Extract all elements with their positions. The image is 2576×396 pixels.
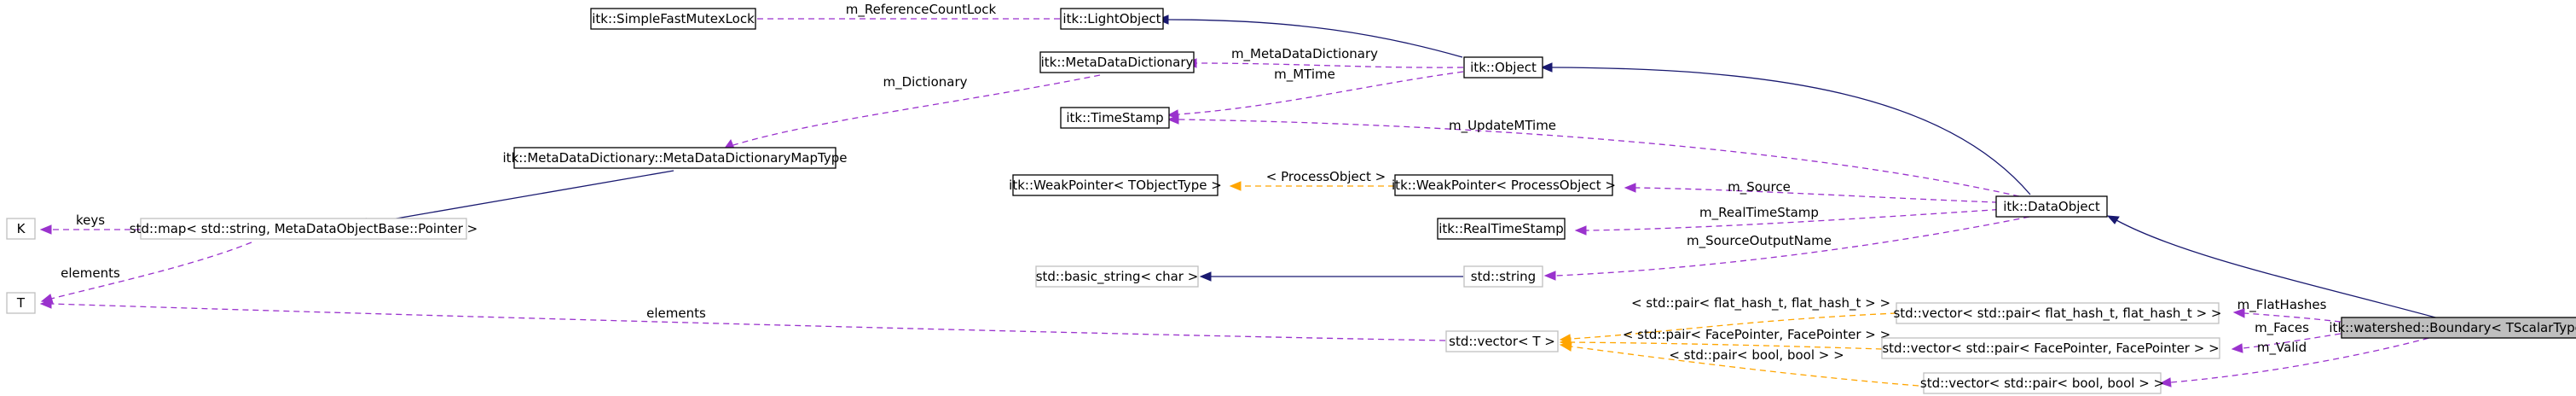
edge-boundary-inherits-data-object <box>2106 215 2440 319</box>
node-boundary[interactable]: itk::watershed::Boundary< TScalarType, T… <box>2329 317 2576 339</box>
node-vector-flat-hash[interactable]: std::vector< std::pair< flat_hash_t, fla… <box>1893 302 2222 324</box>
edge-label-flat-hash-template: < std::pair< flat_hash_t, flat_hash_t > … <box>1631 295 1890 312</box>
node-label: itk::MetaDataDictionary::MetaDataDiction… <box>503 150 848 166</box>
edge-update-mtime: m_UpdateMTime <box>1166 114 2020 197</box>
edge-faces: m_Faces <box>2231 320 2342 353</box>
node-label: itk::WeakPointer< TObjectType > <box>1009 178 1222 193</box>
edge-label-source-output-name: m_SourceOutputName <box>1687 233 1832 249</box>
node-basic-string[interactable]: std::basic_string< char > <box>1035 265 1199 288</box>
edge-label-valid: m_Valid <box>2257 340 2307 356</box>
edge-string-inherits-basic-string <box>1199 271 1463 282</box>
edge-label-source: m_Source <box>1728 179 1791 195</box>
node-label: itk::TimeStamp <box>1066 110 1163 125</box>
edge-reference-count-lock: m_ReferenceCountLock <box>730 2 1060 24</box>
node-label: T <box>16 295 26 311</box>
edge-label-reference-count-lock: m_ReferenceCountLock <box>846 2 997 18</box>
edge-face-pointer-template: < std::pair< FacePointer, FacePointer > … <box>1559 327 1890 350</box>
node-label: std::vector< std::pair< FacePointer, Fac… <box>1882 341 2219 356</box>
edge-label-bool-template: < std::pair< bool, bool > > <box>1669 347 1844 363</box>
edge-data-object-inherits-object <box>1540 62 2031 195</box>
edge-valid: m_Valid <box>2159 335 2440 387</box>
node-vector-face-pointer[interactable]: std::vector< std::pair< FacePointer, Fac… <box>1881 337 2220 359</box>
node-simple-fast-mutex-lock[interactable]: itk::SimpleFastMutexLock <box>590 8 756 30</box>
node-object[interactable]: itk::Object <box>1463 56 1543 79</box>
node-k[interactable]: K <box>6 218 36 240</box>
node-label: K <box>17 221 26 236</box>
node-label: itk::DataObject <box>2003 199 2100 214</box>
node-label: itk::Object <box>1470 60 1537 75</box>
node-label: std::vector< T > <box>1449 334 1555 349</box>
edge-label-dictionary: m_Dictionary <box>883 74 967 90</box>
edge-mtime: m_MTime <box>1166 67 1464 119</box>
node-label: itk::RealTimeStamp <box>1439 221 1564 236</box>
edge-bool-template: < std::pair< bool, bool > > <box>1559 341 1919 387</box>
edge-label-mtime: m_MTime <box>1274 67 1335 83</box>
node-meta-data-dictionary-map-type[interactable]: itk::MetaDataDictionary::MetaDataDiction… <box>503 147 848 169</box>
edge-label-face-pointer-template: < std::pair< FacePointer, FacePointer > … <box>1623 327 1890 342</box>
edge-label-map-elements: elements <box>61 265 120 281</box>
node-meta-data-dictionary[interactable]: itk::MetaDataDictionary <box>1039 51 1195 73</box>
edge-label-real-time-stamp: m_RealTimeStamp <box>1699 205 1819 221</box>
edge-label-update-mtime: m_UpdateMTime <box>1449 118 1556 134</box>
node-data-object[interactable]: itk::DataObject <box>1995 195 2108 218</box>
node-vector-bool[interactable]: std::vector< std::pair< bool, bool > > <box>1920 372 2164 394</box>
edge-map-elements: elements <box>40 242 252 304</box>
node-std-map[interactable]: std::map< std::string, MetaDataObjectBas… <box>130 218 478 240</box>
edge-label-vector-elements: elements <box>646 306 706 321</box>
edge-source-output-name: m_SourceOutputName <box>1543 216 2030 281</box>
node-label: itk::SimpleFastMutexLock <box>592 11 755 26</box>
edge-meta-data-dictionary: m_MetaDataDictionary <box>1184 46 1464 68</box>
edge-label-faces: m_Faces <box>2255 320 2309 336</box>
node-std-string[interactable]: std::string <box>1463 265 1543 288</box>
node-time-stamp[interactable]: itk::TimeStamp <box>1060 107 1170 129</box>
node-t[interactable]: T <box>6 292 36 314</box>
node-weak-pointer-processobject[interactable]: itk::WeakPointer< ProcessObject > <box>1392 174 1616 196</box>
edge-source: m_Source <box>1624 179 2019 204</box>
edge-label-keys: keys <box>76 213 105 228</box>
node-label: itk::watershed::Boundary< TScalarType, T… <box>2329 320 2576 335</box>
edge-flat-hashes: m_FlatHashes <box>2232 297 2342 323</box>
edge-label-flat-hashes: m_FlatHashes <box>2237 297 2327 313</box>
node-label: itk::MetaDataDictionary <box>1041 55 1194 70</box>
node-label: std::map< std::string, MetaDataObjectBas… <box>130 221 478 236</box>
node-label: std::vector< std::pair< bool, bool > > <box>1920 376 2164 391</box>
node-label: std::string <box>1471 269 1536 284</box>
node-label: std::basic_string< char > <box>1036 269 1199 285</box>
node-label: std::vector< std::pair< flat_hash_t, fla… <box>1893 306 2221 322</box>
edge-label-process-object-template: < ProcessObject > <box>1266 169 1386 184</box>
node-label: itk::WeakPointer< ProcessObject > <box>1392 178 1616 193</box>
node-light-object[interactable]: itk::LightObject <box>1060 8 1164 30</box>
edge-vector-elements: elements <box>39 299 1446 341</box>
node-weak-pointer-tobjecttype[interactable]: itk::WeakPointer< TObjectType > <box>1009 174 1222 196</box>
edge-weak-pointer-template: < ProcessObject > <box>1229 169 1404 191</box>
node-std-vector-t[interactable]: std::vector< T > <box>1445 330 1559 352</box>
edge-dictionary: m_Dictionary <box>722 74 1101 150</box>
edge-label-meta-data-dictionary: m_MetaDataDictionary <box>1231 46 1378 62</box>
node-label: itk::LightObject <box>1062 11 1161 26</box>
edge-real-time-stamp: m_RealTimeStamp <box>1574 205 2019 236</box>
edge-keys: keys <box>39 213 141 235</box>
node-real-time-stamp[interactable]: itk::RealTimeStamp <box>1437 218 1566 240</box>
